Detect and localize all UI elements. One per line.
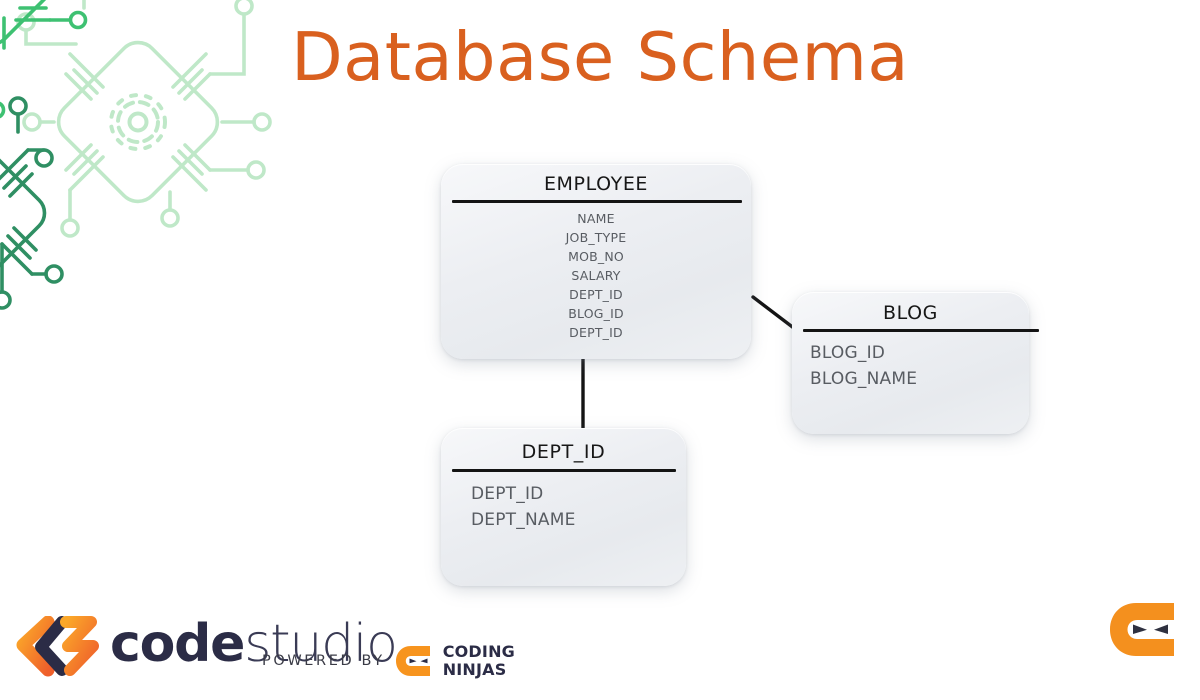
codestudio-mark-icon [16, 616, 99, 677]
entity-dept-divider [452, 469, 676, 472]
entity-employee[interactable]: EMPLOYEE NAME JOB_TYPE MOB_NO SALARY DEP… [441, 164, 751, 359]
coding-ninjas-line1: CODING [442, 642, 515, 661]
coding-ninjas-wordmark: CODING NINJAS [443, 643, 515, 678]
field-item: BLOG_ID [568, 306, 624, 321]
coding-ninjas-corner-icon [1110, 603, 1174, 656]
coding-ninjas-mark-icon [395, 645, 430, 676]
codestudio-wordmark: codestudio [110, 614, 398, 674]
entity-blog[interactable]: BLOG BLOG_ID BLOG_NAME [792, 292, 1039, 434]
field-item: SALARY [571, 268, 621, 283]
entity-employee-title: EMPLOYEE [543, 173, 649, 195]
field-item: DEPT_ID [569, 287, 623, 302]
field-item: JOB_TYPE [565, 230, 627, 245]
field-item: DEPT_ID [471, 484, 544, 504]
codestudio-light-text: studio [244, 614, 398, 674]
codestudio-bold-text: code [110, 614, 245, 674]
entity-dept-title: DEPT_ID [521, 441, 606, 463]
codestudio-logo: codestudio [10, 614, 398, 682]
field-item: BLOG_NAME [810, 369, 918, 389]
entity-dept-fields: DEPT_ID DEPT_NAME [441, 472, 686, 533]
field-item: DEPT_ID [569, 325, 623, 340]
powered-by-block: POWERED BY CODING NINJAS [262, 643, 515, 678]
field-item: MOB_NO [568, 249, 624, 264]
field-item: NAME [577, 211, 615, 226]
entity-employee-divider [452, 200, 742, 203]
entity-blog-fields: BLOG_ID BLOG_NAME [792, 332, 1029, 392]
coding-ninjas-line2: NINJAS [442, 659, 507, 679]
page-title: Database Schema [291, 18, 909, 96]
powered-by-label: POWERED BY [262, 652, 385, 669]
entity-blog-divider [803, 329, 1039, 332]
entity-dept[interactable]: DEPT_ID DEPT_ID DEPT_NAME [441, 428, 686, 586]
field-item: BLOG_ID [810, 343, 886, 363]
entity-employee-fields: NAME JOB_TYPE MOB_NO SALARY DEPT_ID BLOG… [441, 203, 751, 342]
field-item: DEPT_NAME [471, 510, 576, 530]
entity-blog-title: BLOG [882, 302, 939, 324]
